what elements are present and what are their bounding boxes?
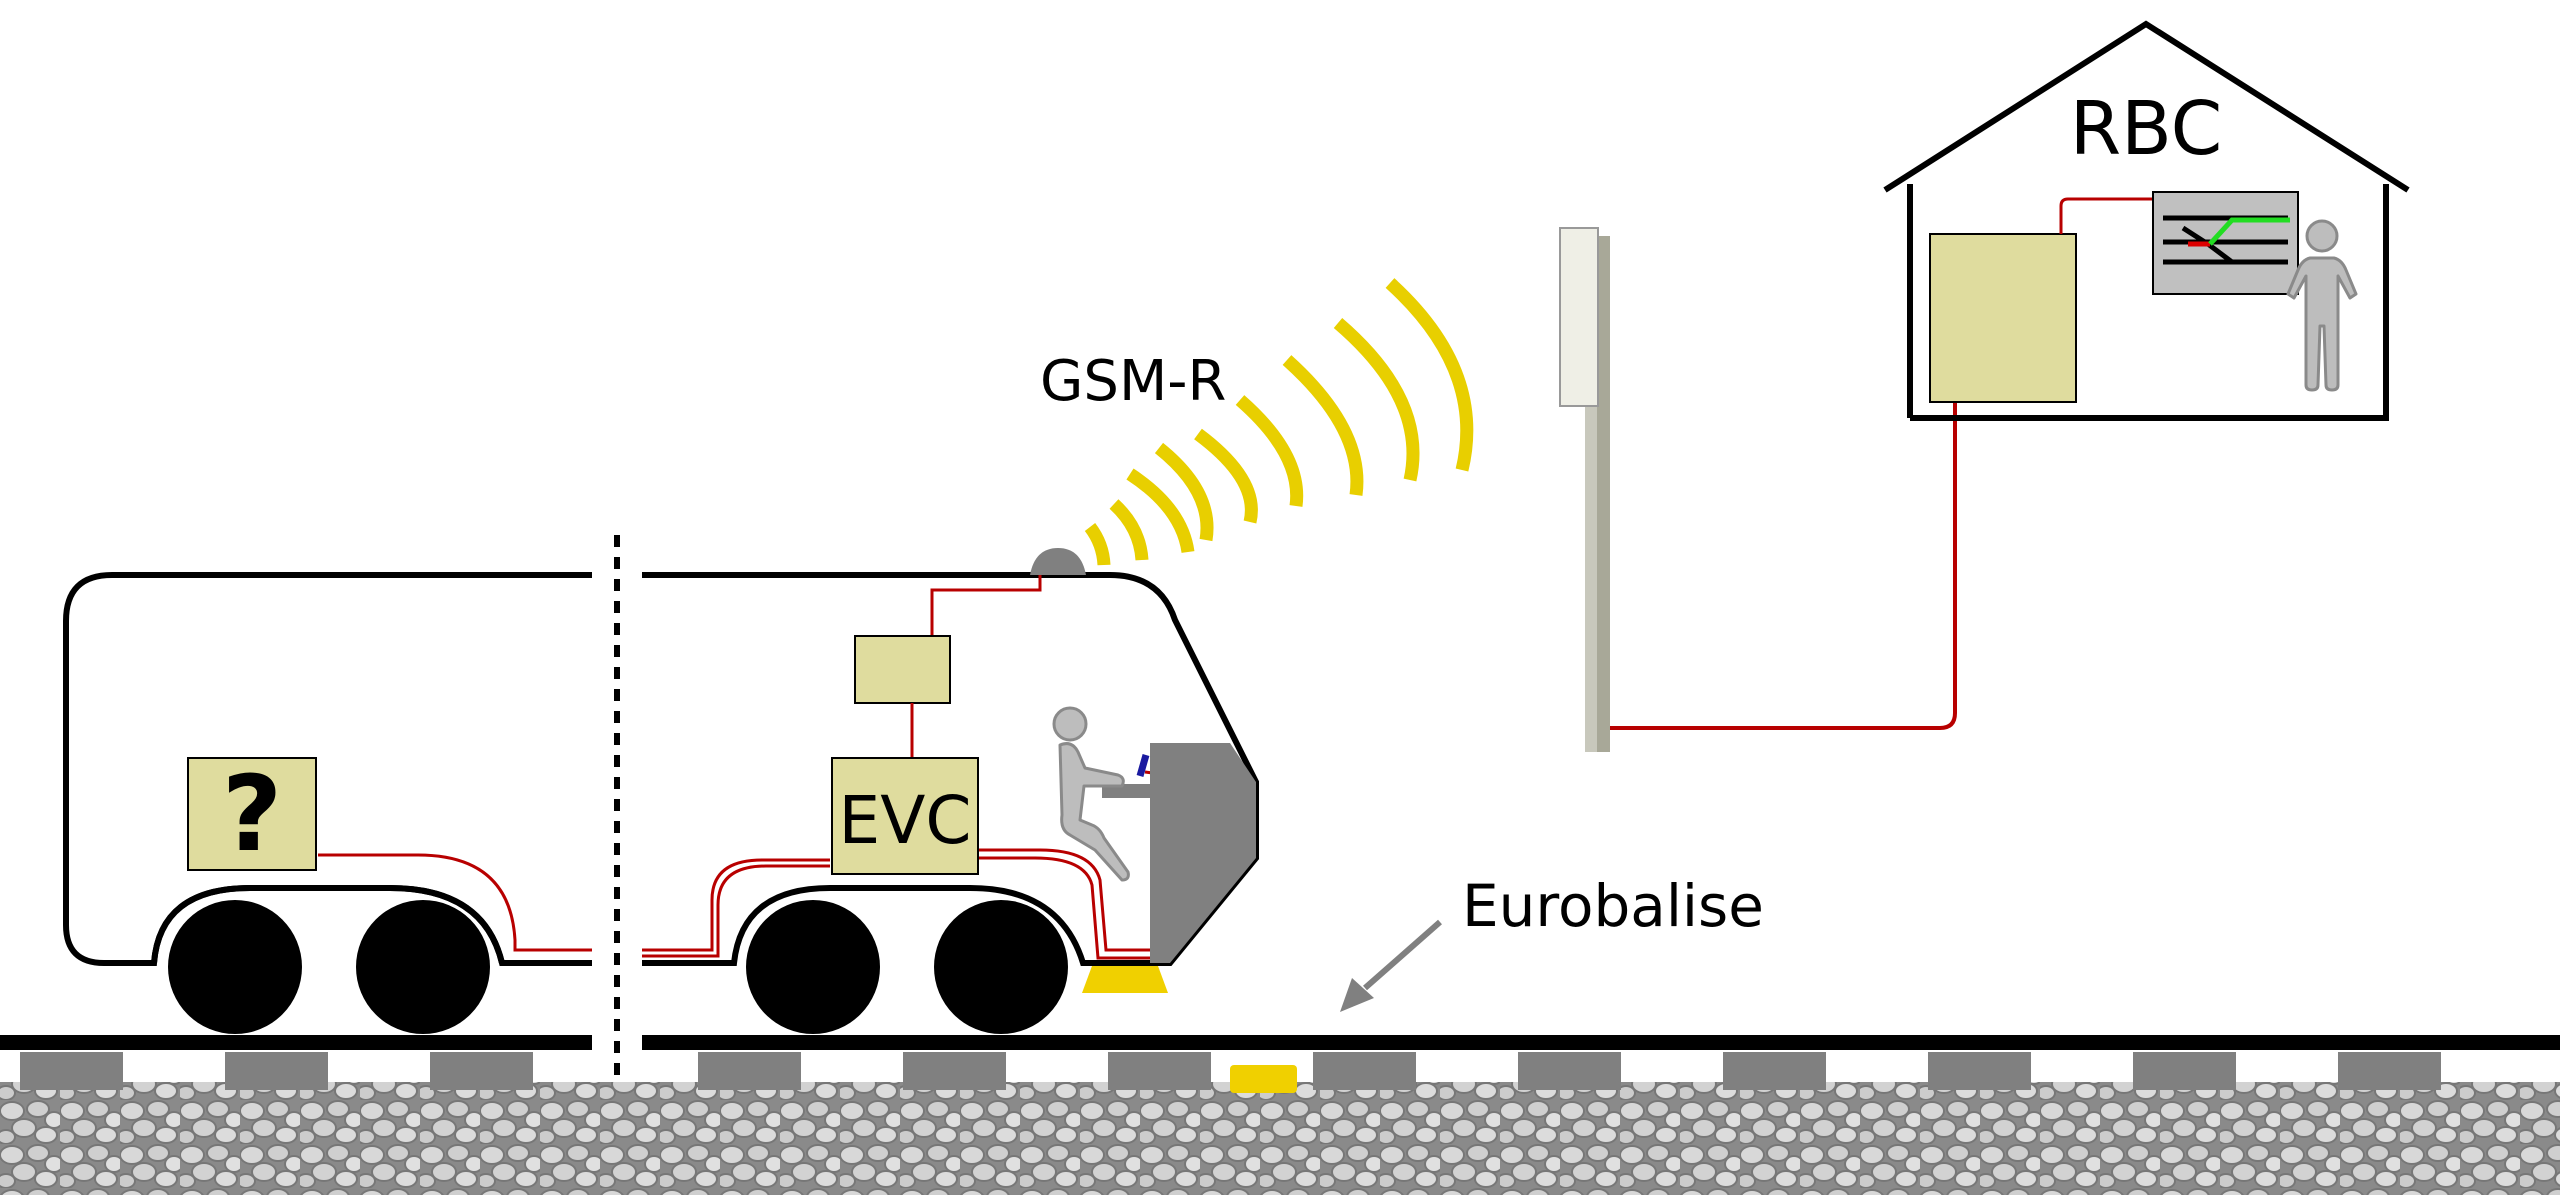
rbc-computer-box [1929,233,2077,403]
eurobalise-on-track [1230,1065,1297,1093]
driver-console [1102,743,1256,963]
mast-to-rbc-cable [1610,402,1957,730]
gsm-r-radio-waves [1084,278,1474,566]
signalling-display [2152,191,2299,295]
rear-car-wheel-2 [356,900,490,1034]
cabin-car-body [642,572,1259,966]
gsm-mast-icon [1559,227,1610,752]
gsm-r-label: GSM-R [1040,349,1226,414]
ballast [0,1082,2560,1195]
unknown-unit-box [187,757,317,871]
eurobalise-arrow-icon [1340,919,1442,1012]
rear-car-wheel-arch [151,885,505,964]
balise-antenna-icon [1082,966,1168,993]
rbc-label: RBC [2070,86,2223,172]
unknown-unit-label: ? [222,753,282,875]
sleepers [20,1052,2441,1090]
antenna-icon [1030,548,1086,575]
evc-box [831,757,979,875]
rail [0,1035,2560,1050]
track-bed [0,1035,2560,1195]
standing-person-icon [2286,219,2358,392]
rbc-building [1883,20,2410,421]
on-board-cables [318,575,1170,960]
rear-car-body [63,572,592,966]
cabin-car-wheel-1 [746,900,880,1034]
rear-car-wheel-1 [168,900,302,1034]
evc-label: EVC [839,782,972,859]
cabin-car-wheel-2 [934,900,1068,1034]
radio-unit-box [854,635,951,704]
eurobalise-label: Eurobalise [1462,872,1764,940]
dmi-screen [1136,754,1150,777]
seated-person-icon [1052,706,1130,882]
